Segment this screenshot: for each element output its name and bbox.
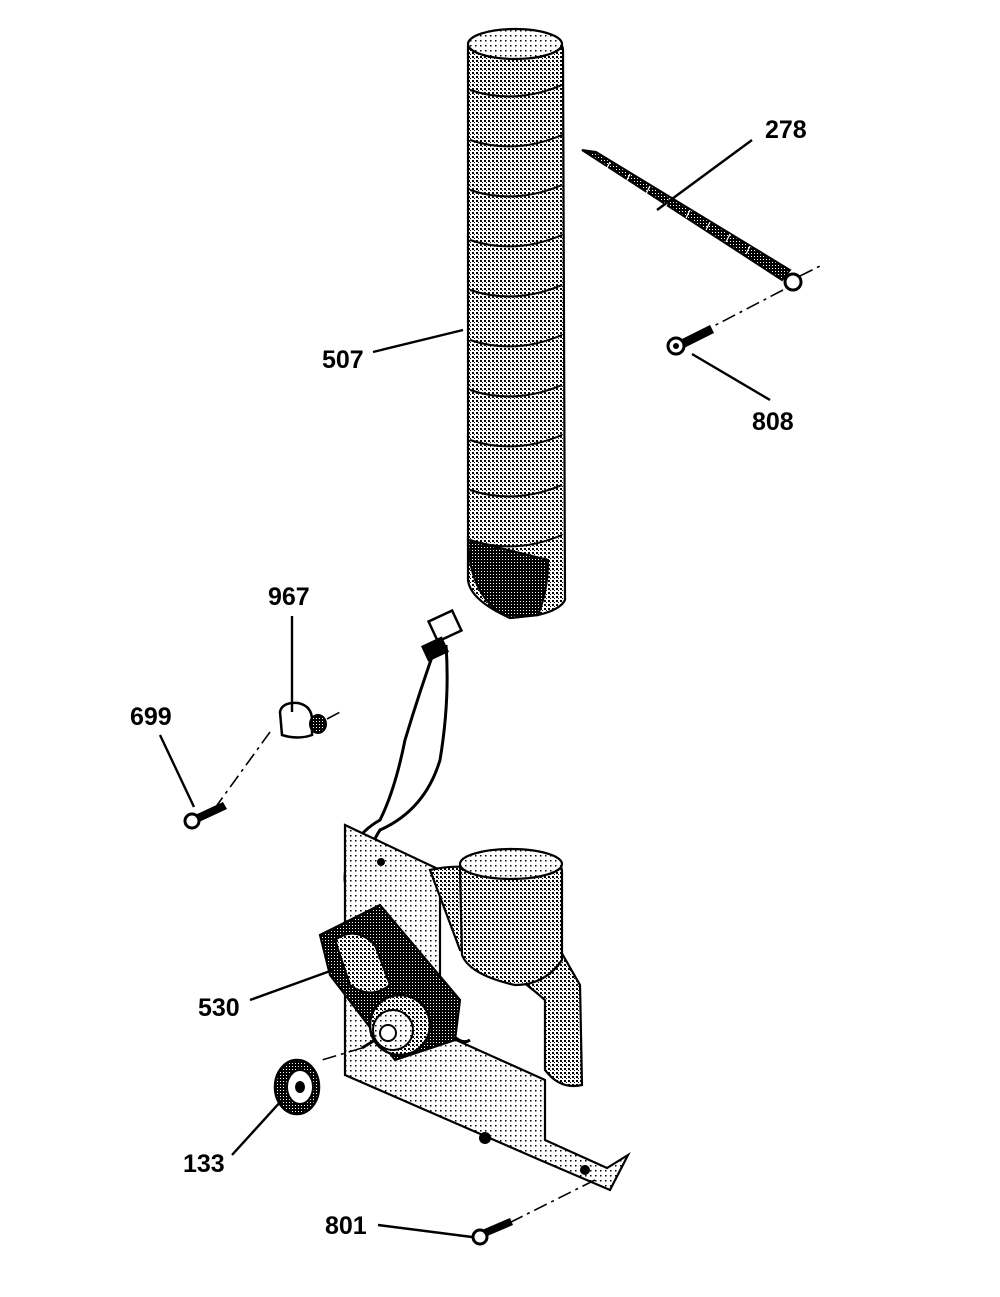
cable-tie bbox=[581, 149, 821, 292]
callouts: 278 507 808 967 699 530 133 801 bbox=[130, 116, 807, 1240]
callout-967: 967 bbox=[268, 583, 310, 611]
callout-530: 530 bbox=[198, 994, 240, 1022]
callout-133: 133 bbox=[183, 1150, 225, 1178]
screw-801 bbox=[471, 1179, 596, 1246]
wire-clip bbox=[278, 701, 343, 739]
screw-808 bbox=[666, 289, 784, 356]
callout-808: 808 bbox=[752, 408, 794, 436]
callout-507: 507 bbox=[322, 346, 364, 374]
pulley-wheel bbox=[273, 1058, 321, 1116]
duct-tube bbox=[466, 27, 567, 620]
callout-278: 278 bbox=[765, 116, 807, 144]
blower-assembly bbox=[318, 823, 631, 1192]
callout-699: 699 bbox=[130, 703, 172, 731]
leader-lines bbox=[158, 139, 771, 1239]
callout-801: 801 bbox=[325, 1212, 367, 1240]
screw-699 bbox=[183, 731, 271, 830]
